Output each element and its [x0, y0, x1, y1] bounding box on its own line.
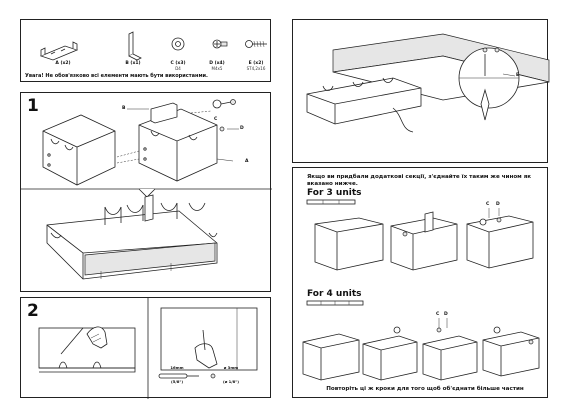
three-trays	[314, 211, 534, 271]
mount-panel: E	[292, 19, 550, 163]
part-c-spec: D4	[175, 66, 181, 71]
step1-callout-c: C	[214, 117, 218, 122]
step1-bracket-b	[150, 102, 178, 124]
extra-instruction: Якщо ви придбали додаткові секції, з'єдн…	[307, 174, 532, 187]
four-units-callout-d: D	[444, 312, 448, 317]
mount-illustration	[306, 33, 550, 133]
step1-callout-b: B	[122, 106, 126, 111]
three-units-callout-d: D	[496, 202, 500, 207]
step1-panel: 1	[20, 92, 272, 292]
repeat-instruction: Повторіть ці ж кроки для того щоб об'єдн…	[326, 386, 524, 392]
part-e-spec: ST4,2x16	[246, 66, 266, 71]
screwdriver	[480, 88, 490, 121]
step1-tray-right	[138, 108, 218, 182]
extra-illustration	[302, 199, 540, 381]
step1-assembled-tray	[46, 194, 218, 280]
step1-callout-d: D	[240, 126, 244, 131]
step2-panel: 2 16mm (5/8") ø 3mm (ø 1/8")	[20, 297, 271, 399]
parts-illustrations	[39, 31, 267, 61]
step1-callout-a: A	[245, 159, 249, 164]
parts-warning: Увага! Не обов'язково всі елементи мають…	[25, 73, 208, 79]
part-e-label: E (x2)	[248, 61, 264, 66]
part-b-drawing	[128, 31, 142, 61]
step1-tray-left	[42, 114, 116, 186]
parts-list-panel: A (x2) B (x1) C (x3) D4 D (x4) M4x5 E (x…	[20, 19, 271, 82]
three-units-callout-c: C	[486, 202, 490, 207]
part-b-label: B (x1)	[125, 61, 141, 66]
drill-depth-in: (5/8")	[170, 379, 184, 384]
step1-illustration	[21, 99, 272, 280]
leader-a	[216, 158, 234, 162]
step2-marking-drawing	[38, 326, 136, 373]
part-e-drawing	[245, 40, 267, 48]
for-4-units-heading: For 4 units	[307, 289, 362, 299]
drill-depth: 16mm	[170, 365, 184, 370]
step2-number: 2	[27, 301, 39, 321]
four-trays	[302, 331, 540, 381]
step1-washer	[212, 99, 222, 109]
four-units-callout-c: C	[436, 312, 440, 317]
drill-bit-length	[158, 373, 188, 379]
step1-number: 1	[27, 96, 39, 116]
part-a-drawing	[39, 41, 79, 61]
drill-bit-diameter	[210, 373, 216, 379]
drill-diameter: ø 3mm	[223, 365, 239, 370]
for-3-units-heading: For 3 units	[307, 188, 362, 198]
step2-illustration	[38, 298, 258, 399]
part-a-label: A (x2)	[55, 61, 71, 66]
extra-sections-panel: Якщо ви придбали додаткові секції, з'єдн…	[292, 167, 548, 398]
part-d-drawing	[212, 39, 228, 49]
mount-tray	[306, 77, 422, 133]
step1-screw	[220, 101, 232, 105]
part-d-label: D (x4)	[209, 61, 225, 66]
part-c-drawing	[171, 37, 185, 51]
step2-drilling-drawing	[158, 307, 258, 379]
drill-diameter-in: (ø 1/8")	[222, 379, 240, 384]
part-d-spec: M4x5	[211, 66, 223, 71]
part-c-label: C (x3)	[170, 61, 186, 66]
mount-callout-e: E	[516, 73, 520, 78]
